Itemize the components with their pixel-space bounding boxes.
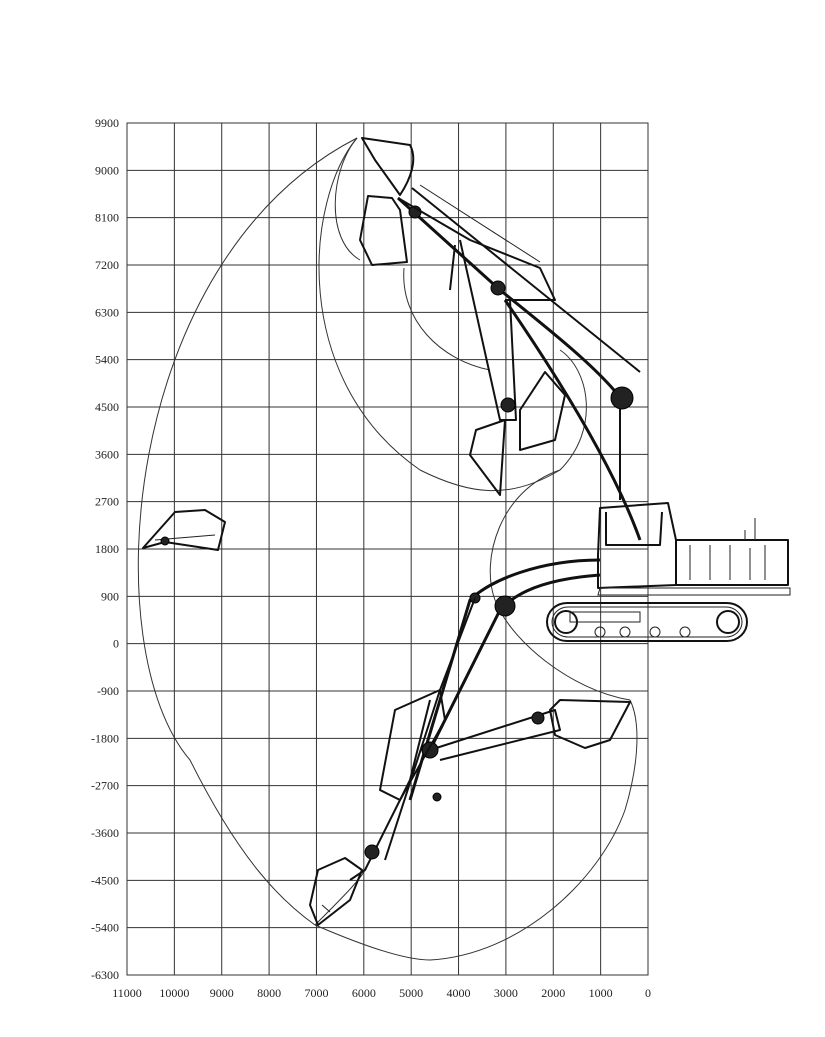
y-tick-label: 9900 (95, 116, 119, 130)
x-tick-label: 6000 (352, 986, 376, 1000)
crawler-track (546, 602, 748, 642)
y-tick-label: -6300 (91, 968, 119, 982)
bucket-lower-right (549, 699, 631, 749)
excavator-body (597, 502, 791, 596)
y-tick-label: -5400 (91, 921, 119, 935)
working-range-envelope (137, 137, 638, 961)
bucket-max-depth (309, 857, 363, 926)
x-tick-label: 0 (645, 986, 651, 1000)
x-tick-label: 2000 (541, 986, 565, 1000)
y-tick-label: 5400 (95, 353, 119, 367)
y-tick-label: -3600 (91, 826, 119, 840)
x-tick-label: 5000 (399, 986, 423, 1000)
x-tick-label: 7000 (304, 986, 328, 1000)
y-tick-label: -2700 (91, 779, 119, 793)
x-tick-label: 1000 (589, 986, 613, 1000)
x-tick-label: 11000 (112, 986, 142, 1000)
y-tick-label: 3600 (95, 447, 119, 461)
boom-upper (396, 184, 642, 541)
bucket-middle (469, 371, 566, 496)
y-tick-label: 900 (101, 589, 119, 603)
y-tick-label: 2700 (95, 495, 119, 509)
grid (126, 122, 649, 976)
x-tick-label: 10000 (159, 986, 189, 1000)
y-tick-label: 9000 (95, 163, 119, 177)
y-tick-label: 0 (113, 637, 119, 651)
bucket-max-reach (142, 509, 226, 551)
y-tick-label: -4500 (91, 873, 119, 887)
x-tick-label: 4000 (447, 986, 471, 1000)
x-tick-label: 3000 (494, 986, 518, 1000)
x-tick-label: 8000 (257, 986, 281, 1000)
y-tick-label: -900 (97, 684, 119, 698)
y-tick-label: 6300 (95, 305, 119, 319)
boom-lower (349, 558, 601, 881)
bucket-top (359, 137, 415, 266)
x-tick-label: 9000 (210, 986, 234, 1000)
y-tick-label: -1800 (91, 731, 119, 745)
y-axis-ticks: 9900900081007200630054004500360027001800… (91, 116, 119, 982)
y-tick-label: 4500 (95, 400, 119, 414)
y-tick-label: 7200 (95, 258, 119, 272)
y-tick-label: 8100 (95, 211, 119, 225)
y-tick-label: 1800 (95, 542, 119, 556)
